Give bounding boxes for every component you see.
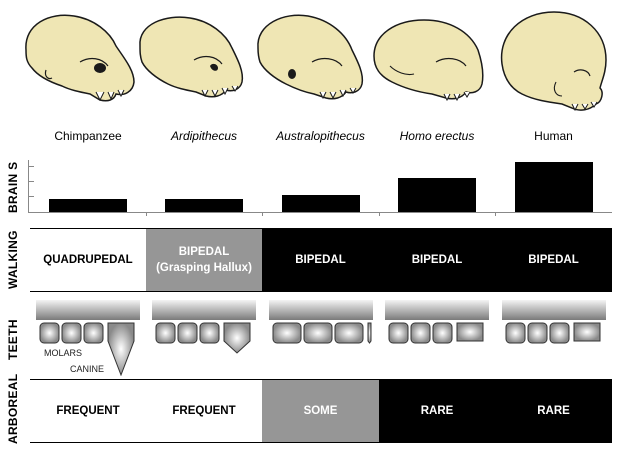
tooth-row-illustration: [385, 300, 489, 344]
brain-x-tick: [495, 212, 496, 216]
walking-cell: BIPEDAL: [495, 229, 612, 291]
brain-x-tick: [146, 212, 147, 216]
brain-size-bar: [281, 195, 360, 212]
arboreal-cell: FREQUENT: [30, 380, 146, 442]
walking-cell: BIPEDAL: [379, 229, 495, 291]
walking-mode-label: BIPEDAL: [528, 254, 579, 266]
row-label-walking: WALKING: [6, 230, 20, 289]
chimpanzee-skull-image: [20, 6, 140, 106]
walking-mode-label: BIPEDAL: [411, 254, 463, 266]
walking-cell: BIPEDAL (Grasping Hallux): [146, 229, 262, 291]
brain-y-tick: [28, 181, 34, 182]
brain-y-tick: [28, 196, 34, 197]
canine-label: CANINE: [70, 364, 105, 374]
row-label-teeth: TEETH: [6, 319, 20, 360]
walking-cell: BIPEDAL: [262, 229, 379, 291]
walking-cell: QUADRUPEDAL: [30, 229, 146, 291]
australopithecus-skull-image: [250, 6, 370, 106]
brain-size-bar: [49, 199, 127, 212]
tooth-row-illustration: [36, 300, 140, 376]
arboreal-cell: SOME: [262, 380, 379, 442]
walking-mode-detail: (Grasping Hallux): [156, 262, 252, 274]
species-label: Australopithecus: [276, 129, 365, 143]
row-label-brain-size: BRAIN S: [6, 161, 20, 213]
tooth-row-illustration: [501, 300, 606, 344]
brain-size-bar: [398, 178, 476, 212]
walking-mode-label: QUADRUPEDAL: [43, 254, 133, 266]
row-label-arboreal: ARBOREAL: [6, 373, 20, 444]
arboreal-cell: RARE: [379, 380, 495, 442]
species-label: Chimpanzee: [54, 129, 122, 143]
tooth-row-illustration: [152, 300, 256, 354]
brain-x-tick: [262, 212, 263, 216]
brain-size-bar: [514, 162, 593, 212]
arboreal-cell: FREQUENT: [146, 380, 262, 442]
human-skull-image: [492, 6, 616, 116]
ardipithecus-skull-image: [132, 6, 252, 106]
brain-y-axis: [28, 160, 29, 213]
homo-erectus-skull-image: [366, 6, 491, 106]
species-label: Homo erectus: [399, 129, 475, 143]
brain-x-axis: [28, 212, 612, 213]
brain-size-bar: [165, 199, 243, 212]
tooth-row-illustration: [268, 300, 373, 344]
species-label: Human: [534, 129, 573, 143]
brain-y-tick: [28, 166, 34, 167]
brain-x-tick: [379, 212, 380, 216]
species-label: Ardipithecus: [170, 129, 238, 143]
molars-label: MOLARS: [44, 348, 83, 358]
walking-mode-label: BIPEDAL: [295, 254, 346, 266]
arboreal-cell: RARE: [495, 380, 612, 442]
walking-mode-label: BIPEDAL: [178, 246, 230, 258]
